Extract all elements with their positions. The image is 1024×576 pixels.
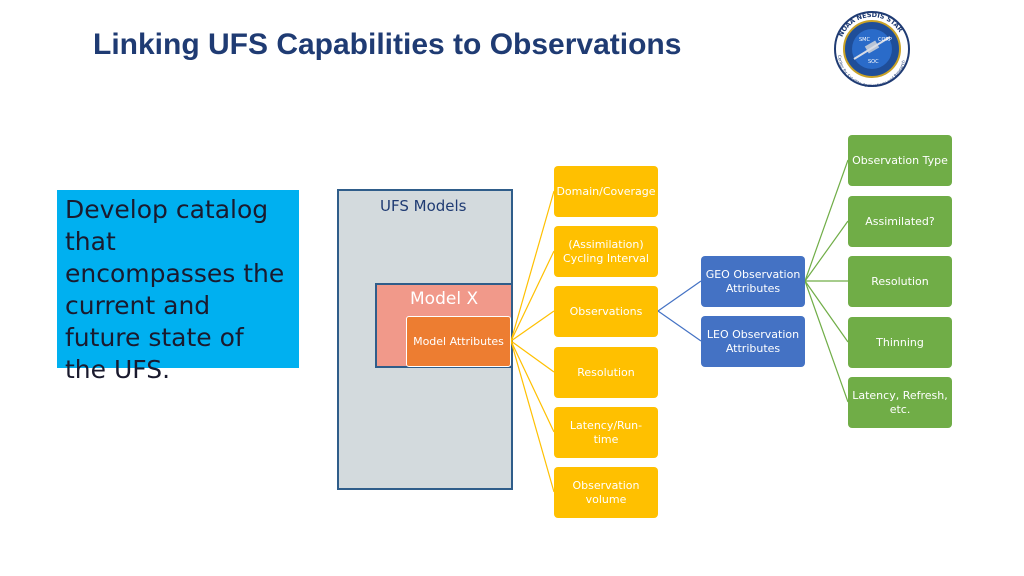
catalog-callout: Develop catalog that encompasses the cur… <box>57 190 299 384</box>
connector-thinning <box>804 280 849 343</box>
connector-attr-volume <box>510 340 555 493</box>
connector-obs-type <box>804 159 849 282</box>
connector-leo <box>657 310 702 342</box>
node-geo-observation-attributes: GEO Observation Attributes <box>701 256 805 307</box>
model-attributes-node: Model Attributes <box>406 316 511 367</box>
svg-text:CORP: CORP <box>878 37 892 43</box>
connector-latency-refresh <box>804 280 849 403</box>
ufs-models-label: UFS Models <box>380 197 467 215</box>
connector-attr-latency <box>510 340 555 433</box>
svg-text:SOC: SOC <box>868 59 879 65</box>
node-observations: Observations <box>554 286 658 337</box>
node-observation-volume: Observation volume <box>554 467 658 518</box>
node-obs-resolution: Resolution <box>848 256 952 307</box>
connector-geo <box>657 280 702 312</box>
noaa-nesdis-star-logo: SMC CORP SOC NOAA NESDIS STAR Center for… <box>834 11 910 87</box>
connector-attr-cycling <box>510 250 555 342</box>
connector-assimilated <box>804 220 849 282</box>
connector-attr-domain <box>510 190 555 342</box>
node-assimilated: Assimilated? <box>848 196 952 247</box>
node-resolution: Resolution <box>554 347 658 398</box>
node-observation-type: Observation Type <box>848 135 952 186</box>
model-x-label: Model X <box>410 289 479 309</box>
node-cycling-interval: (Assimilation) Cycling Interval <box>554 226 658 277</box>
connector-attr-observations <box>510 310 555 342</box>
svg-text:SMC: SMC <box>859 37 870 43</box>
node-thinning: Thinning <box>848 317 952 368</box>
node-leo-observation-attributes: LEO Observation Attributes <box>701 316 805 367</box>
connector-attr-resolution <box>510 340 555 373</box>
node-domain-coverage: Domain/Coverage <box>554 166 658 217</box>
node-latency-refresh: Latency, Refresh, etc. <box>848 377 952 428</box>
page-title: Linking UFS Capabilities to Observations <box>93 28 682 61</box>
node-latency-runtime: Latency/Run-time <box>554 407 658 458</box>
